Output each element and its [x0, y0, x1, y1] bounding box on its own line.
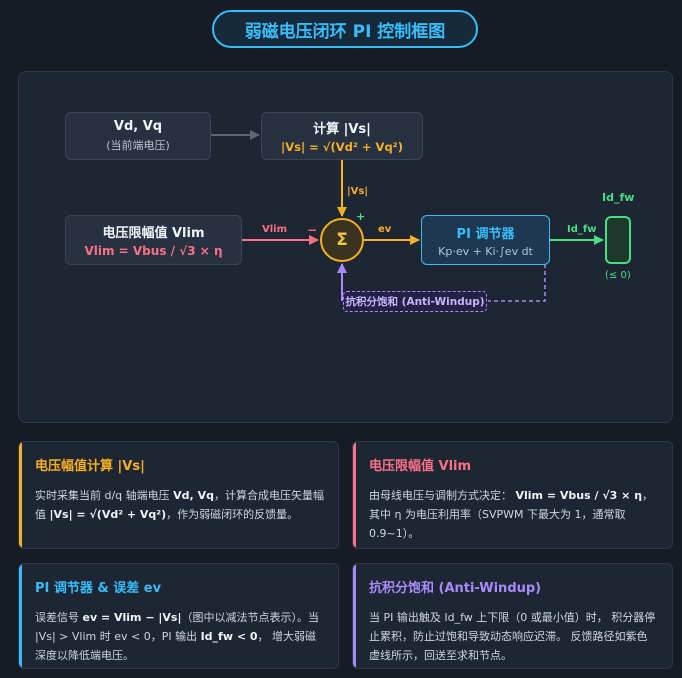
edge-label-ev: ev: [378, 224, 392, 235]
sum-node: Σ: [320, 218, 364, 262]
pi-node: PI 调节器 Kp·ev + Ki·∫ev dt: [421, 215, 550, 265]
calc-vs-node: 计算 |Vs| |Vs| = √(Vd² + Vq²): [261, 112, 423, 160]
page-title: 弱磁电压闭环 PI 控制框图: [212, 10, 478, 48]
vdvq-title: Vd, Vq: [113, 119, 163, 134]
pi-title: PI 调节器: [456, 226, 515, 242]
edge-label-vs: |Vs|: [347, 186, 368, 197]
antiwindup-node: 抗积分饱和 (Anti-Windup): [343, 291, 487, 312]
card-antiwindup-title: 抗积分饱和 (Anti-Windup): [369, 581, 542, 596]
output-node: [605, 216, 631, 264]
vlim-node: 电压限幅值 Vlim Vlim = Vbus / √3 × η: [65, 215, 242, 265]
card-antiwindup: 抗积分饱和 (Anti-Windup) 当 PI 输出触及 Id_fw 上下限（…: [352, 563, 673, 669]
card-pi-text: 误差信号 ev = Vlim − |Vs|（图中以减法节点表示）。当 |Vs| …: [35, 611, 319, 662]
edge-antiwindup-loop: [488, 264, 546, 302]
output-constraint: (≤ 0): [605, 270, 631, 281]
vlim-title: 电压限幅值 Vlim: [102, 226, 205, 241]
calc-vs-title: 计算 |Vs|: [313, 122, 371, 137]
card-vs-title: 电压幅值计算 |Vs|: [35, 459, 145, 474]
edge-label-plus: +: [356, 210, 366, 223]
output-label: Id_fw: [602, 191, 635, 204]
calc-vs-formula: |Vs| = √(Vd² + Vq²): [281, 140, 403, 154]
pi-formula: Kp·ev + Ki·∫ev dt: [438, 244, 533, 258]
card-vs: 电压幅值计算 |Vs| 实时采集当前 d/q 轴端电压 Vd, Vq，计算合成电…: [18, 441, 339, 549]
edge-label-vlim: Vlim: [262, 224, 288, 235]
vlim-formula: Vlim = Vbus / √3 × η: [84, 244, 223, 258]
card-antiwindup-text: 当 PI 输出触及 Id_fw 上下限（0 或最小值）时， 积分器停止累积，防止…: [369, 611, 656, 662]
card-vlim-title: 电压限幅值 Vlim: [369, 459, 472, 474]
card-pi-title: PI 调节器 & 误差 ev: [35, 581, 162, 596]
edge-label-minus: −: [307, 223, 318, 237]
vdvq-node: Vd, Vq (当前端电压): [65, 112, 211, 160]
card-pi: PI 调节器 & 误差 ev 误差信号 ev = Vlim − |Vs|（图中以…: [18, 563, 339, 669]
vdvq-sub: (当前端电压): [106, 139, 170, 152]
edge-label-idfw: Id_fw: [567, 224, 597, 235]
card-vlim-text: 由母线电压与调制方式决定： Vlim = Vbus / √3 × η， 其中 η…: [369, 489, 654, 540]
card-vs-text: 实时采集当前 d/q 轴端电压 Vd, Vq，计算合成电压矢量幅值 |Vs| =…: [35, 489, 324, 521]
card-vlim: 电压限幅值 Vlim 由母线电压与调制方式决定： Vlim = Vbus / √…: [352, 441, 673, 549]
